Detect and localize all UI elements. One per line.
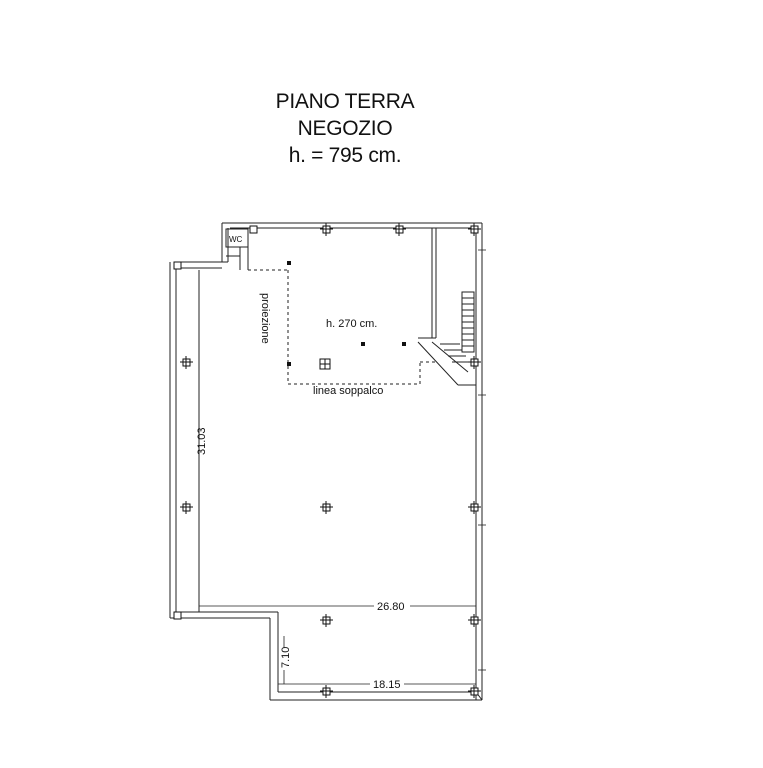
title-block: PIANO TERRA NEGOZIO h. = 795 cm. <box>0 88 690 169</box>
column-crosses <box>180 223 481 698</box>
wc-label: WC <box>229 235 243 244</box>
mezzanine-line-label: linea soppalco <box>313 385 383 397</box>
dimension-lower-width: 18.15 <box>373 679 401 691</box>
outer-walls <box>169 222 483 701</box>
wc-room <box>225 228 249 270</box>
use-title: NEGOZIO <box>297 117 393 140</box>
mezzanine-posts <box>287 261 406 366</box>
dimension-lower-height: 7.10 <box>280 647 292 668</box>
mezzanine-outline <box>248 269 436 385</box>
stair-block <box>417 228 476 386</box>
dimension-lines <box>198 249 486 685</box>
mezzanine-height-label: h. 270 cm. <box>326 318 377 330</box>
floor-title: PIANO TERRA <box>275 90 415 113</box>
projection-label: proiezione <box>259 293 271 344</box>
dimension-main-width: 26.80 <box>377 601 405 613</box>
height-title: h. = 795 cm. <box>288 144 402 167</box>
dimension-left-height: 31.03 <box>196 427 208 455</box>
